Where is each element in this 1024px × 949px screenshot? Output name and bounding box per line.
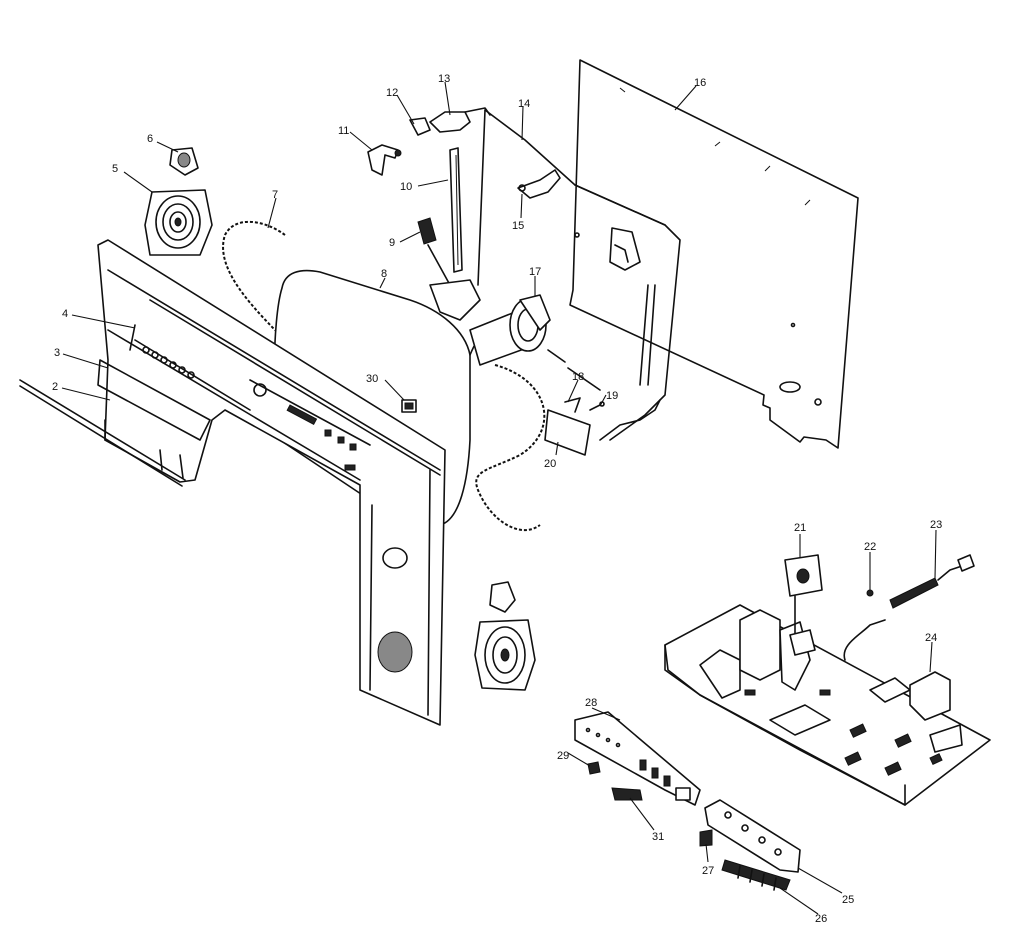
callout-8: 8: [381, 268, 387, 280]
main-chassis: [664, 554, 991, 806]
callout-18: 18: [572, 371, 584, 383]
callout-16: 16: [694, 77, 706, 89]
callout-4: 4: [62, 308, 68, 320]
back-cover-panel: [569, 59, 859, 449]
callout-5: 5: [112, 163, 118, 175]
leader-lines: [61, 81, 937, 915]
callout-10: 10: [400, 181, 412, 193]
callout-9: 9: [389, 237, 395, 249]
neck-cable: [475, 364, 546, 531]
callout-15: 15: [512, 220, 524, 232]
ground-cable: [222, 220, 286, 336]
callout-23: 23: [930, 519, 942, 531]
callout-11: 11: [338, 125, 349, 137]
small-clip: [367, 144, 402, 176]
callout-22: 22: [864, 541, 876, 553]
door-panel: [97, 359, 211, 441]
connector-strip: [721, 859, 791, 891]
lower-trim-panel: [19, 379, 186, 487]
control-panel-board: [574, 711, 701, 806]
callout-13: 13: [438, 73, 450, 85]
chassis-wire-frame: [477, 109, 681, 441]
callout-2: 2: [52, 381, 58, 393]
small-pc-board: [544, 397, 605, 456]
callout-3: 3: [54, 347, 60, 359]
callout-14: 14: [518, 98, 530, 110]
callout-labels: 2 3 4 5 6 7 8 9 10 11 12 13 14 15 16 17 …: [52, 73, 942, 925]
deflection-yoke: [417, 217, 481, 321]
vertical-bracket: [449, 147, 463, 273]
callout-7: 7: [272, 189, 278, 201]
callout-19: 19: [606, 390, 618, 402]
callout-21: 21: [794, 522, 806, 534]
callout-28: 28: [585, 697, 597, 709]
callout-12: 12: [386, 87, 398, 99]
callout-6: 6: [147, 133, 153, 145]
front-cabinet: [97, 239, 446, 726]
upper-speaker: [144, 189, 213, 256]
hinge-bracket: [517, 169, 561, 199]
small-spring: [699, 829, 713, 847]
callout-29: 29: [557, 750, 569, 762]
switch-board: [704, 799, 801, 873]
callout-25: 25: [842, 894, 854, 906]
callout-31: 31: [652, 831, 664, 843]
callout-24: 24: [925, 632, 937, 644]
callout-20: 20: [544, 458, 556, 470]
power-button: [401, 399, 417, 413]
lower-speaker: [474, 581, 536, 691]
speaker-magnet: [169, 147, 199, 176]
callout-27: 27: [702, 865, 714, 877]
callout-17: 17: [529, 266, 541, 278]
callout-30: 30: [366, 373, 378, 385]
bracket-clip: [409, 107, 491, 136]
callout-26: 26: [815, 913, 827, 925]
